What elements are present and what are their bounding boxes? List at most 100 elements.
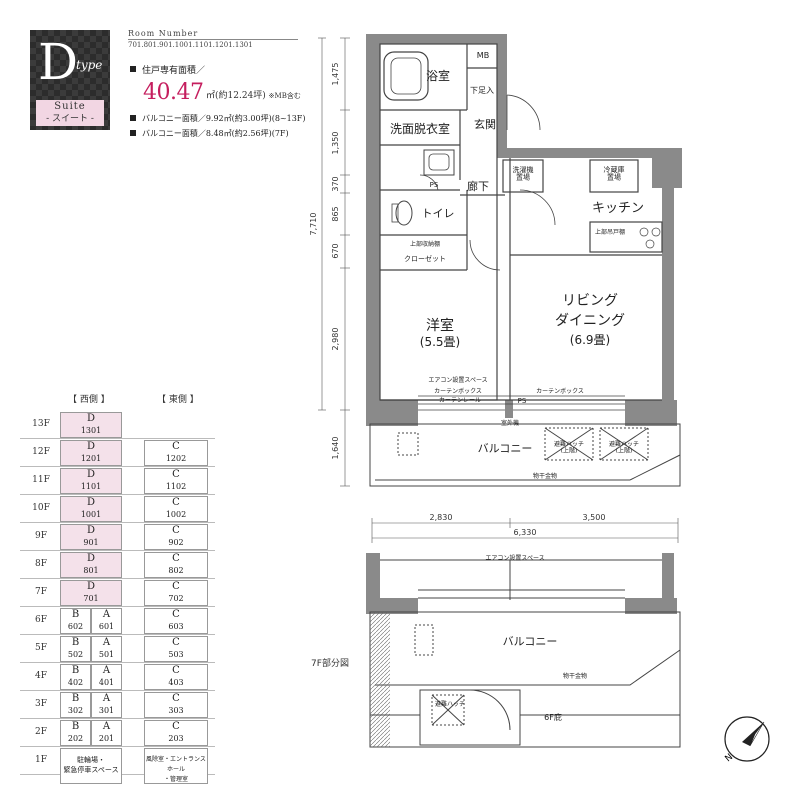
floor-label: 12F	[32, 447, 50, 457]
unit-number: 201	[98, 734, 115, 743]
unit-number: 1001	[80, 510, 102, 519]
suite-label: Suite - スイート -	[36, 100, 104, 126]
room-number-list: 701.801.901.1001.1101.1201.1301	[128, 41, 253, 49]
roof-6f-label: 6F庇	[544, 712, 562, 722]
unit-type-letter: D	[38, 33, 79, 91]
bullet-icon	[130, 115, 136, 121]
row-divider	[20, 494, 215, 495]
outdoor-unit-label: 室外機	[501, 419, 519, 427]
dim-2980: 2,980	[331, 328, 340, 351]
unit-type: B	[71, 609, 80, 620]
fridge-label: 冷蔵庫置場	[604, 165, 625, 182]
unit-type: C	[172, 553, 180, 564]
private-area-unit-note: ㎡(約12.24坪)	[206, 91, 266, 101]
compass-icon: N	[724, 716, 770, 764]
unit-type: C	[172, 525, 180, 536]
unit-number: 501	[98, 650, 115, 659]
unit-type: D	[86, 553, 96, 564]
bullet-icon	[130, 130, 136, 136]
dim-670: 670	[331, 243, 340, 258]
unit-number: 901	[83, 538, 99, 547]
unit-number: 503	[168, 650, 184, 659]
floor-label: 6F	[35, 615, 47, 625]
unit-type: A	[102, 609, 111, 620]
unit-number: 303	[168, 706, 184, 715]
floor-label: 7F	[35, 587, 47, 597]
dim-370: 370	[331, 176, 340, 191]
closet-label: クローゼット	[404, 254, 446, 263]
unit-number: 701	[83, 594, 99, 603]
unit-type: D	[86, 413, 96, 424]
unit-type: C	[172, 721, 180, 732]
floor-label: 9F	[35, 531, 47, 541]
row-divider	[20, 522, 215, 523]
unit-cell-c: C 1202	[144, 440, 208, 466]
partial-7f-label: 7F部分図	[311, 657, 349, 669]
row-divider	[20, 578, 215, 579]
bullet-icon	[130, 66, 136, 72]
unit-type: C	[172, 665, 180, 676]
unit-cell-c: C 702	[144, 580, 208, 606]
floor-label: 2F	[35, 727, 47, 737]
unit-type: C	[172, 581, 180, 592]
unit-cell-d: D 1001	[60, 496, 122, 522]
entrance-note: 風除室・エントランスホール ・管理室	[144, 748, 208, 784]
unit-number: 1201	[80, 454, 102, 463]
unit-number: 402	[67, 678, 84, 687]
corridor-label: 廊下	[467, 179, 489, 193]
evac-hatch-7f-label: 避難ハッチ	[435, 700, 465, 708]
unit-number: 502	[67, 650, 84, 659]
balcony-7f-label: バルコニー	[503, 635, 558, 648]
unit-number: 401	[98, 678, 115, 687]
unit-type: C	[172, 441, 180, 452]
row-divider	[20, 550, 215, 551]
unit-type: D	[86, 469, 96, 480]
floor-label: 4F	[35, 671, 47, 681]
unit-type: C	[172, 469, 180, 480]
upper-cabinet-label: 上部吊戸棚	[595, 228, 625, 236]
floor-label: 1F	[35, 755, 47, 765]
drying-hardware-label: 物干金物	[533, 472, 557, 480]
western-room-label: 洋室	[426, 317, 454, 334]
unit-number: 1202	[165, 454, 187, 463]
unit-number: 702	[168, 594, 184, 603]
evac-hatch-label-1: 避難ハッチ(上階)	[554, 440, 584, 455]
room-number-label: Room Number	[128, 29, 199, 38]
row-divider	[20, 662, 215, 663]
row-divider	[20, 690, 215, 691]
mb-label: MB	[477, 51, 489, 60]
closet-shelf-label: 上部収納棚	[410, 240, 440, 248]
dim-7710: 7,710	[309, 213, 318, 236]
private-area-label: 住戸専有面積／	[142, 66, 206, 76]
living-label: リビング	[562, 293, 618, 309]
floor-label: 11F	[32, 475, 50, 485]
kitchen-label: キッチン	[592, 201, 644, 216]
dim-6330: 6,330	[514, 528, 537, 537]
dim-865: 865	[331, 206, 340, 221]
unit-type: D	[86, 497, 96, 508]
western-room-size: (5.5畳)	[420, 335, 460, 349]
evac-hatch-label-2: 避難ハッチ(上階)	[609, 440, 639, 455]
row-divider	[20, 466, 215, 467]
unit-type: C	[172, 609, 180, 620]
unit-number: 302	[67, 706, 84, 715]
floor-label: 3F	[35, 699, 47, 709]
drying-7f-label: 物干金物	[563, 672, 587, 680]
unit-type: B	[71, 637, 80, 648]
dim-1475: 1,475	[331, 63, 340, 86]
floor-label: 13F	[32, 419, 50, 429]
private-area-unit: ㎡(約12.24坪) ※MB含む	[206, 88, 301, 101]
